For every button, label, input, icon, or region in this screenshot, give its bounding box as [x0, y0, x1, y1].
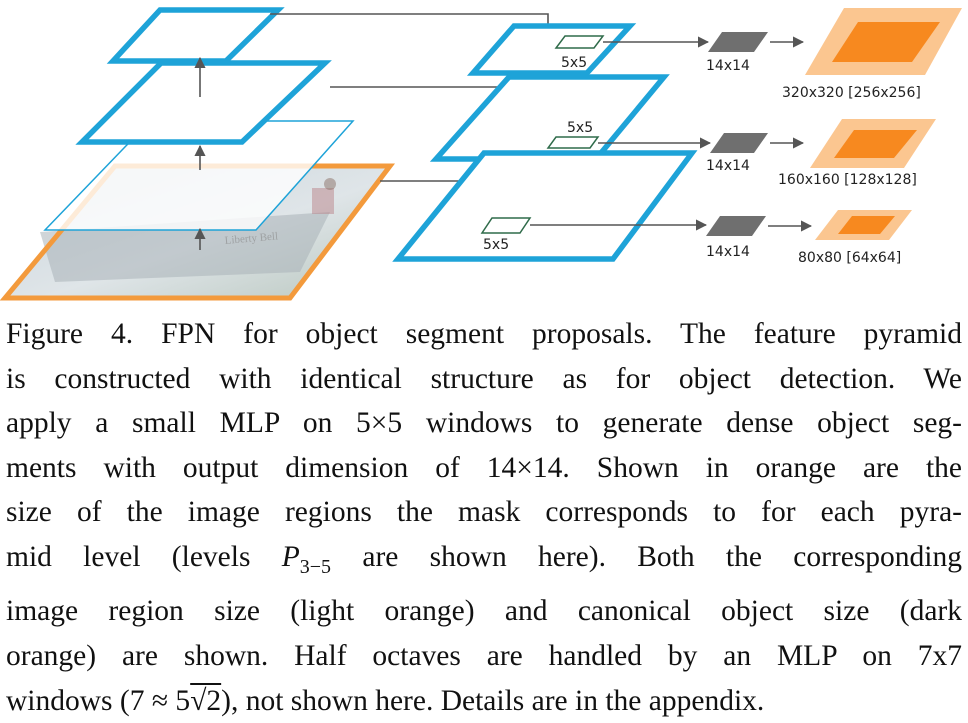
window-label-p5: 5x5 — [561, 55, 587, 71]
caption-text: ), not shown here. Details are in the ap… — [221, 684, 765, 717]
pyramid-level-subscript: 3−5 — [299, 555, 332, 578]
mask-output-p5 — [708, 32, 768, 52]
pyramid-level-c3 — [75, 60, 332, 145]
mask-label-p5: 14x14 — [706, 58, 750, 74]
mlp-arrows — [530, 36, 712, 231]
caption-text: windows (7 ≈ 5 — [6, 684, 191, 717]
caption-text: are shown here). Both the corresponding — [331, 540, 962, 573]
pyramid-level-p5 — [466, 23, 637, 76]
caption-line: orange) are shown. Half octaves are hand… — [6, 640, 962, 673]
caption-line: mid level (levels P3−5 are shown here). … — [6, 535, 962, 589]
caption-line: Figure 4. FPN for object segment proposa… — [6, 318, 962, 350]
mlp-window-p4 — [546, 136, 600, 149]
svg-text:Liberty Bell: Liberty Bell — [224, 230, 278, 247]
pyramid-level-p3 — [392, 150, 698, 262]
region-arrows — [768, 36, 813, 232]
caption-line: ments with output dimension of 14×14. Sh… — [6, 451, 962, 484]
figure-caption: Figure 4. FPN for object segment proposa… — [6, 312, 962, 723]
caption-line: windows (7 ≈ 5√2), not shown here. Detai… — [6, 679, 962, 723]
region-dark-p3 — [838, 216, 895, 234]
pyramid-level-c2 — [43, 120, 355, 231]
pyramid-level-c4 — [106, 7, 285, 64]
window-label-p3: 5x5 — [483, 237, 509, 253]
fpn-diagram: Liberty Bell 5x5 5x5 5x5 14x14 14x14 14x… — [0, 7, 962, 301]
mlp-window-p3 — [480, 217, 532, 234]
mask-output-p3 — [706, 216, 766, 236]
caption-line: apply a small MLP on 5×5 windows to gene… — [6, 407, 962, 440]
mask-label-p4: 14x14 — [706, 158, 750, 174]
caption-line: size of the image regions the mask corre… — [6, 496, 962, 529]
region-dark-p5 — [832, 22, 940, 62]
caption-line: is constructed with identical structure … — [6, 362, 962, 395]
mask-output-p4 — [710, 133, 768, 153]
region-label-p4: 160x160 [128x128] — [778, 172, 917, 188]
caption-line: image region size (light orange) and can… — [6, 595, 962, 628]
window-label-p4: 5x5 — [567, 120, 593, 136]
mlp-window-p5 — [554, 35, 605, 49]
caption-text: mid level (levels — [6, 540, 282, 573]
region-label-p3: 80x80 [64x64] — [798, 250, 901, 266]
region-label-p5: 320x320 [256x256] — [782, 85, 921, 101]
pyramid-level-symbol: P — [281, 540, 300, 573]
mask-label-p3: 14x14 — [706, 244, 750, 260]
region-dark-p4 — [834, 130, 917, 158]
sqrt-expression: √2 — [190, 684, 222, 717]
